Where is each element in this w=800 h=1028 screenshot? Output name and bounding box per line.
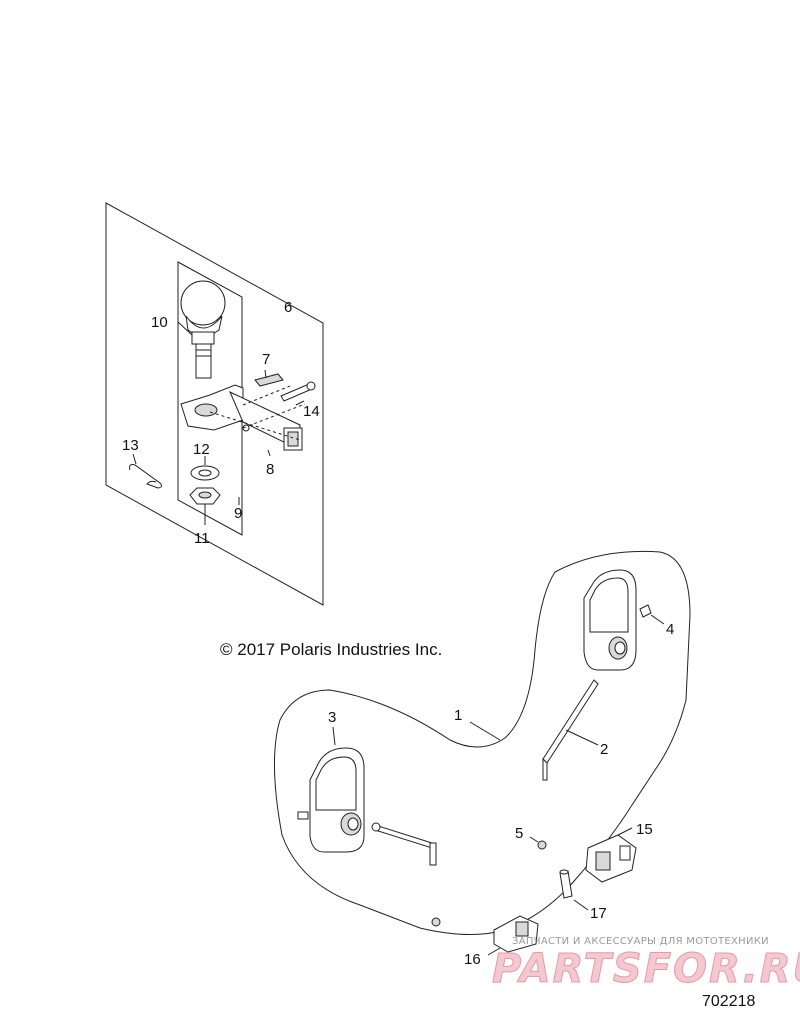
callout-17: 17 <box>590 905 607 922</box>
callout-5: 5 <box>515 825 523 842</box>
watermark-tagline: ЗАПЧАСТИ И АКСЕССУАРЫ ДЛЯ МОТОТЕХНИКИ <box>512 936 769 947</box>
small-nut <box>529 836 547 850</box>
hair-pin <box>129 464 163 489</box>
mount-clamp-16 <box>487 915 539 956</box>
mirror-kit-group <box>273 550 691 956</box>
mirror-kit-outline <box>273 550 691 935</box>
callout-11: 11 <box>194 530 210 547</box>
right-mirror <box>583 569 665 671</box>
callout-6: 6 <box>284 299 292 316</box>
hitch-kit-frame <box>105 202 324 606</box>
callout-14: 14 <box>303 403 320 420</box>
lock-washer <box>190 465 220 481</box>
alignment-line <box>242 385 291 406</box>
callout-10: 10 <box>151 314 168 331</box>
callout-9: 9 <box>234 505 242 522</box>
hitch-pin <box>280 381 316 402</box>
small-fastener <box>431 917 441 927</box>
left-mirror-arm <box>371 822 437 866</box>
alignment-line <box>209 411 301 441</box>
ball-mount-frame <box>177 261 243 536</box>
ball-mount-bracket <box>180 384 303 451</box>
callout-15: 15 <box>636 821 653 838</box>
callout-2: 2 <box>600 741 608 758</box>
left-mirror <box>297 726 365 853</box>
copyright-notice: © 2017 Polaris Industries Inc. <box>220 640 442 659</box>
callout-4: 4 <box>666 621 674 638</box>
alignment-line <box>242 403 306 429</box>
watermark-brand: PARTSFOR.RU <box>492 946 800 992</box>
figure-number: 702218 <box>702 993 755 1010</box>
callout-1: 1 <box>454 707 462 724</box>
callout-7: 7 <box>262 351 270 368</box>
right-mirror-arm <box>542 679 599 781</box>
hitch-ball <box>180 280 226 379</box>
callout-3: 3 <box>328 709 336 726</box>
mount-clamp-15 <box>585 827 637 883</box>
callout-8: 8 <box>266 461 274 478</box>
hex-nut <box>189 487 221 505</box>
callout-16: 16 <box>464 951 481 968</box>
spacer-tube <box>559 869 589 911</box>
callout-12: 12 <box>193 441 210 458</box>
hitch-kit-group <box>105 202 324 606</box>
callout-13: 13 <box>122 437 139 454</box>
clip-plate <box>254 373 284 387</box>
